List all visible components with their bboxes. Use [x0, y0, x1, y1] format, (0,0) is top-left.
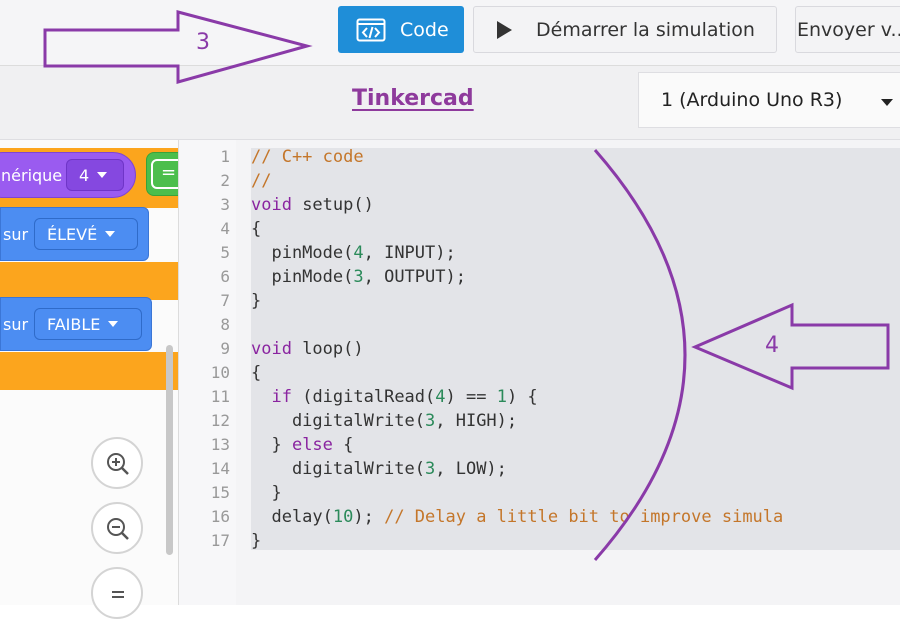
line-number: 5 — [220, 243, 230, 262]
code-line[interactable]: } else { — [251, 435, 354, 455]
zoom-reset-button[interactable] — [91, 567, 143, 619]
line-number: 6 — [220, 267, 230, 286]
code-line[interactable]: if (digitalRead(4) == 1) { — [271, 387, 538, 407]
play-icon — [497, 20, 512, 39]
digital-write-high-label: sur — [3, 224, 29, 244]
code-line[interactable]: // — [251, 171, 272, 191]
code-window-icon — [356, 18, 386, 41]
code-line[interactable]: } — [251, 483, 282, 503]
code-line[interactable]: } — [251, 531, 262, 551]
block-container-2 — [0, 352, 178, 390]
line-number: 2 — [220, 171, 230, 190]
numeric-pin-dropdown[interactable]: 4 — [66, 159, 124, 191]
annotation-label-4: 4 — [765, 333, 779, 358]
digital-write-low-label: sur — [3, 314, 29, 334]
line-number: 11 — [210, 387, 230, 406]
code-line[interactable]: pinMode(3, OUTPUT); — [251, 267, 466, 287]
zoom-in-icon — [107, 453, 129, 475]
line-number: 8 — [220, 315, 230, 334]
numeric-pin-value: 4 — [79, 165, 90, 185]
chevron-down-icon — [108, 321, 119, 327]
level-low-dropdown[interactable]: FAIBLE — [34, 308, 142, 340]
device-selector[interactable]: 1 (Arduino Uno R3) — [638, 72, 900, 128]
annotation-label-3: 3 — [196, 30, 210, 55]
chevron-down-icon — [97, 172, 108, 178]
read-numeric-label: nérique — [1, 165, 63, 185]
code-button-label: Code — [400, 18, 449, 41]
code-line[interactable] — [251, 313, 900, 337]
line-number: 13 — [210, 435, 230, 454]
code-line[interactable]: digitalWrite(3, HIGH); — [251, 411, 518, 431]
send-to-button[interactable]: Envoyer v... — [795, 6, 900, 53]
line-number: 3 — [220, 195, 230, 214]
line-number: 10 — [210, 363, 230, 382]
chevron-down-icon — [105, 231, 116, 237]
level-low-value: FAIBLE — [47, 314, 101, 334]
level-high-dropdown[interactable]: ÉLEVÉ — [34, 218, 138, 250]
code-line[interactable]: void loop() — [251, 339, 364, 359]
code-button[interactable]: Code — [338, 6, 464, 53]
code-line[interactable]: } — [251, 291, 262, 311]
line-number: 12 — [210, 411, 230, 430]
zoom-in-button[interactable] — [91, 437, 143, 489]
line-number: 14 — [210, 459, 230, 478]
code-line[interactable]: delay(10); // Delay a little bit to impr… — [251, 507, 784, 527]
device-selector-label: 1 (Arduino Uno R3) — [661, 89, 843, 111]
zoom-out-icon — [107, 518, 129, 540]
block-container-1 — [0, 262, 178, 300]
code-line[interactable]: // C++ code — [251, 147, 364, 167]
code-line[interactable]: pinMode(4, INPUT); — [251, 243, 456, 263]
code-line[interactable]: { — [251, 363, 262, 383]
line-number: 1 — [220, 147, 230, 166]
digital-write-low-block[interactable]: sur — [0, 297, 152, 351]
start-simulation-button[interactable]: Démarrer la simulation — [473, 6, 777, 53]
line-number: 9 — [220, 339, 230, 358]
chevron-down-icon — [881, 99, 893, 106]
code-line[interactable]: { — [251, 219, 262, 239]
line-number: 15 — [210, 483, 230, 502]
start-simulation-label: Démarrer la simulation — [536, 18, 755, 41]
code-line[interactable]: void setup() — [251, 195, 374, 215]
line-number: 7 — [220, 291, 230, 310]
line-number: 4 — [220, 219, 230, 238]
send-to-label: Envoyer v... — [797, 18, 900, 41]
code-line[interactable]: digitalWrite(3, LOW); — [251, 459, 507, 479]
line-number: 17 — [210, 531, 230, 550]
zoom-out-button[interactable] — [91, 502, 143, 554]
level-high-value: ÉLEVÉ — [47, 224, 98, 244]
zoom-reset-icon — [112, 591, 124, 598]
brand-title[interactable]: Tinkercad — [352, 86, 474, 111]
line-number: 16 — [210, 507, 230, 526]
blocks-scrollbar[interactable] — [166, 345, 173, 555]
